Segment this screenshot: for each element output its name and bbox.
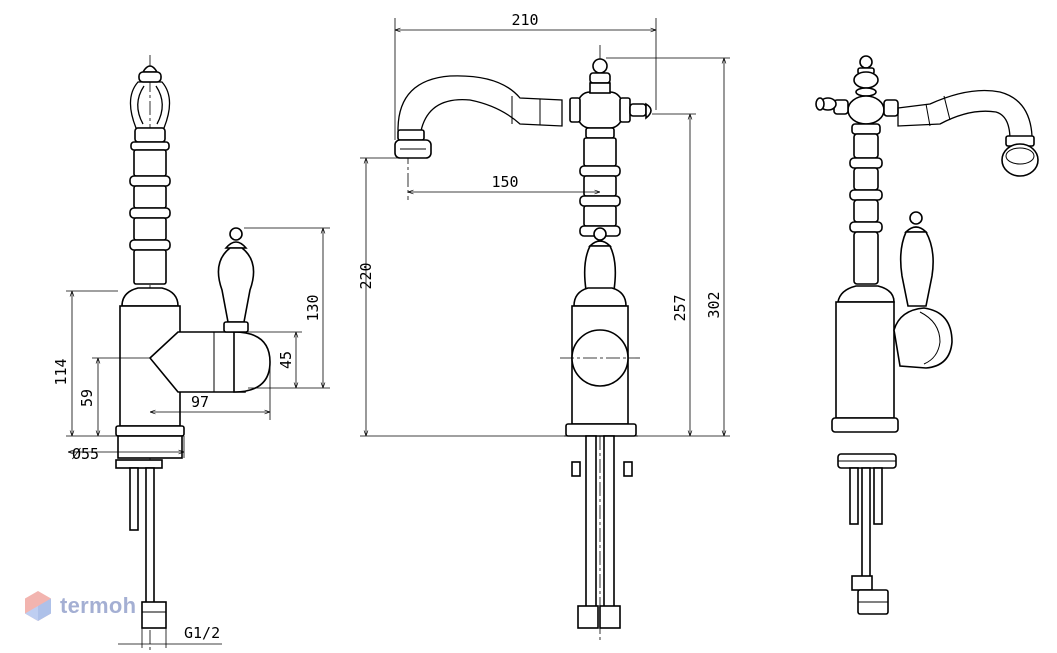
perspective-view xyxy=(815,55,1039,615)
front-view: 210 150 220 257 302 xyxy=(357,11,730,640)
side-view: 114 59 Ø55 97 45 130 G1/2 xyxy=(52,55,330,650)
dim-114: 114 xyxy=(52,358,70,385)
watermark-logo: termoh xyxy=(24,590,136,622)
dim-257: 257 xyxy=(671,294,689,321)
dim-59: 59 xyxy=(78,389,96,407)
dim-220: 220 xyxy=(357,262,375,289)
dim-45: 45 xyxy=(277,351,295,369)
watermark-text: termoh xyxy=(60,593,137,618)
dim-302: 302 xyxy=(705,291,723,318)
dim-130: 130 xyxy=(304,294,322,321)
dim-210: 210 xyxy=(511,11,538,29)
dim-diameter-55: Ø55 xyxy=(72,445,99,463)
dim-150: 150 xyxy=(491,173,518,191)
dim-97: 97 xyxy=(191,393,209,411)
hexagon-logo-icon xyxy=(25,591,51,621)
dim-thread-g12: G1/2 xyxy=(184,624,220,642)
